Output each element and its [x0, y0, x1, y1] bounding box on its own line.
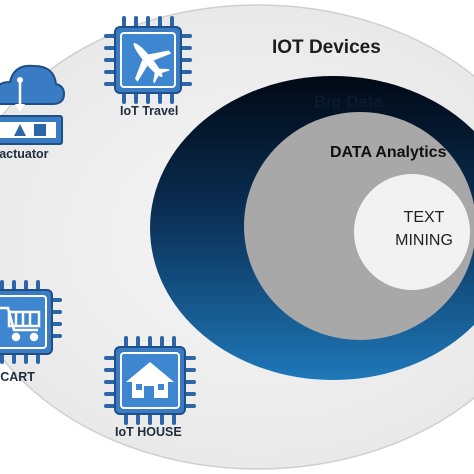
iot-cart-chip [0, 280, 62, 364]
cloud-icon [0, 64, 66, 105]
shopping-cart-icon [0, 306, 41, 342]
iot-travel-chip [104, 16, 192, 104]
big-data-label: Big Data [314, 92, 383, 111]
text-mining-core [354, 174, 470, 290]
iot-actuator-chip [0, 64, 66, 145]
data-analytics-label: DATA Analytics [330, 144, 447, 161]
iot-actuator-label: IoT actuator [0, 147, 49, 161]
iot-house-chip [104, 336, 196, 425]
iot-house-label: IoT HOUSE [115, 425, 182, 439]
airplane-icon [133, 42, 172, 84]
iot-travel-label: IoT Travel [120, 104, 179, 118]
arrow-down-icon [15, 77, 25, 112]
house-icon [126, 362, 174, 398]
iot-cart-label: IoT CART [0, 370, 35, 384]
iot-devices-title: IOT Devices [272, 37, 381, 58]
text-mining-line2: MINING [395, 232, 453, 249]
text-mining-line1: TEXT [403, 209, 445, 226]
